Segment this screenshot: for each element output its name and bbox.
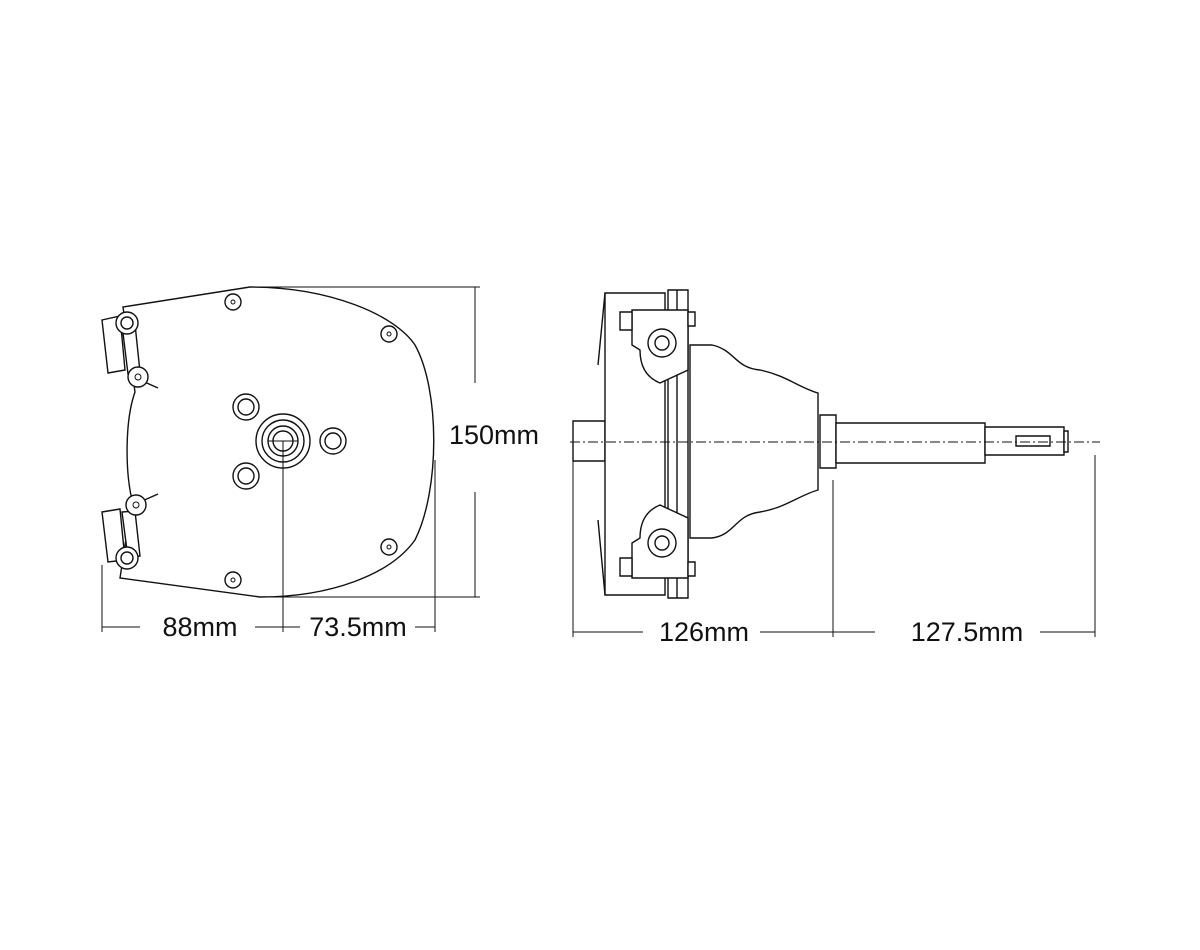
front-view: 150mm 88mm 73.5mm bbox=[101, 286, 539, 642]
side-dimension-lines bbox=[572, 455, 1096, 637]
shaft-keyway bbox=[1015, 435, 1051, 447]
hub bbox=[572, 420, 606, 462]
housing-outline bbox=[119, 286, 435, 598]
cable-clamp-top bbox=[619, 309, 696, 384]
side-view: 126mm 127.5mm bbox=[570, 289, 1100, 647]
cable-clamp-bottom bbox=[619, 504, 696, 579]
shaft-length-dimension-label: 127.5mm bbox=[911, 617, 1024, 647]
right-width-dimension-label: 73.5mm bbox=[309, 612, 407, 642]
bolt-holes bbox=[232, 393, 347, 490]
shaft bbox=[835, 422, 986, 464]
mounting-ear-top bbox=[101, 311, 159, 389]
screw-icons bbox=[224, 293, 398, 589]
left-width-dimension-label: 88mm bbox=[162, 612, 237, 642]
height-dimension-label: 150mm bbox=[449, 420, 539, 450]
body-length-dimension-label: 126mm bbox=[659, 617, 749, 647]
front-dimension-lines bbox=[101, 286, 480, 632]
mounting-ear-bottom bbox=[101, 493, 159, 570]
